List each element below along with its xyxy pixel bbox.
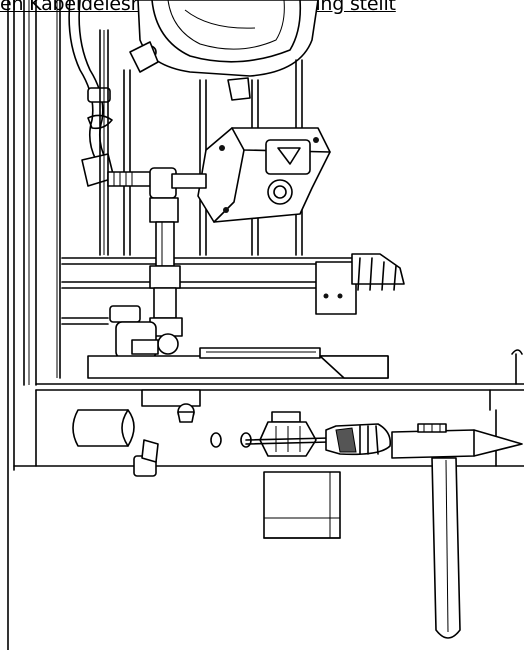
screwdriver-icon bbox=[245, 423, 392, 456]
pump-assembly bbox=[61, 305, 179, 359]
pipe-fittings bbox=[107, 167, 207, 337]
terminal-block bbox=[315, 253, 405, 315]
housing-frame bbox=[7, 0, 61, 650]
bottom-connections bbox=[72, 403, 341, 539]
control-board bbox=[87, 347, 389, 379]
internal-frame bbox=[61, 59, 353, 289]
gas-valve bbox=[197, 127, 331, 223]
fan-housing bbox=[129, 0, 319, 101]
cable-gland bbox=[259, 411, 317, 457]
hose-assembly bbox=[68, 0, 115, 256]
hammer-icon bbox=[391, 423, 523, 639]
